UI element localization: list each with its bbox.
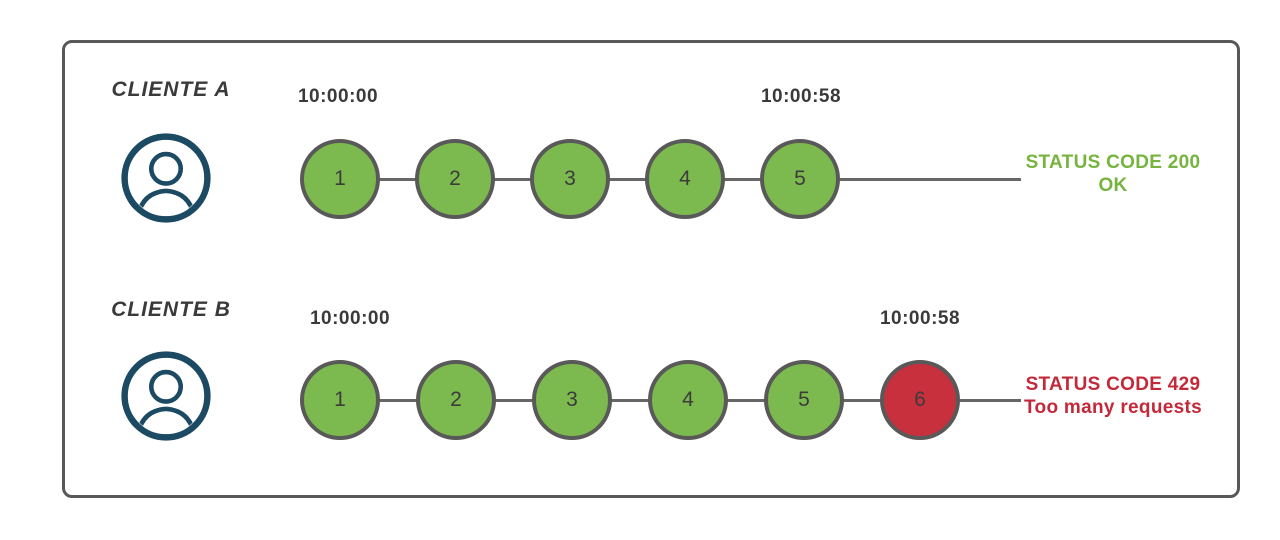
request-number: 2 <box>449 167 461 190</box>
request-node: 1 <box>300 139 380 219</box>
request-node: 2 <box>415 139 495 219</box>
request-node: 1 <box>300 360 380 440</box>
status-text: STATUS CODE 200 OK <box>1023 151 1203 197</box>
request-number: 1 <box>334 167 346 190</box>
request-number: 1 <box>334 388 346 411</box>
user-avatar-icon <box>121 351 211 441</box>
user-avatar-icon <box>121 133 211 223</box>
request-node: 4 <box>648 360 728 440</box>
request-number: 5 <box>794 167 806 190</box>
status-text: STATUS CODE 429 Too many requests <box>1023 373 1203 419</box>
request-number: 5 <box>798 388 810 411</box>
request-number: 2 <box>450 388 462 411</box>
request-node: 2 <box>416 360 496 440</box>
diagram-frame <box>62 40 1240 498</box>
request-number: 3 <box>566 388 578 411</box>
request-node: 4 <box>645 139 725 219</box>
request-node: 3 <box>530 139 610 219</box>
status-description: OK <box>1098 175 1128 196</box>
timestamp-start: 10:00:00 <box>309 308 391 329</box>
request-number: 4 <box>682 388 694 411</box>
client-a-label: CLIENTE A <box>111 78 231 101</box>
request-number: 4 <box>679 167 691 190</box>
request-node: 5 <box>764 360 844 440</box>
request-node: 6 <box>880 360 960 440</box>
request-number: 6 <box>914 388 926 411</box>
status-code: STATUS CODE 429 <box>1025 374 1201 395</box>
client-b-label: CLIENTE B <box>111 298 231 321</box>
request-node: 5 <box>760 139 840 219</box>
request-number: 3 <box>564 167 576 190</box>
timestamp-end: 10:00:58 <box>879 308 961 329</box>
status-code: STATUS CODE 200 <box>1025 152 1201 173</box>
status-description: Too many requests <box>1024 397 1202 418</box>
timestamp-end: 10:00:58 <box>760 86 842 107</box>
request-node: 3 <box>532 360 612 440</box>
timestamp-start: 10:00:00 <box>297 86 379 107</box>
